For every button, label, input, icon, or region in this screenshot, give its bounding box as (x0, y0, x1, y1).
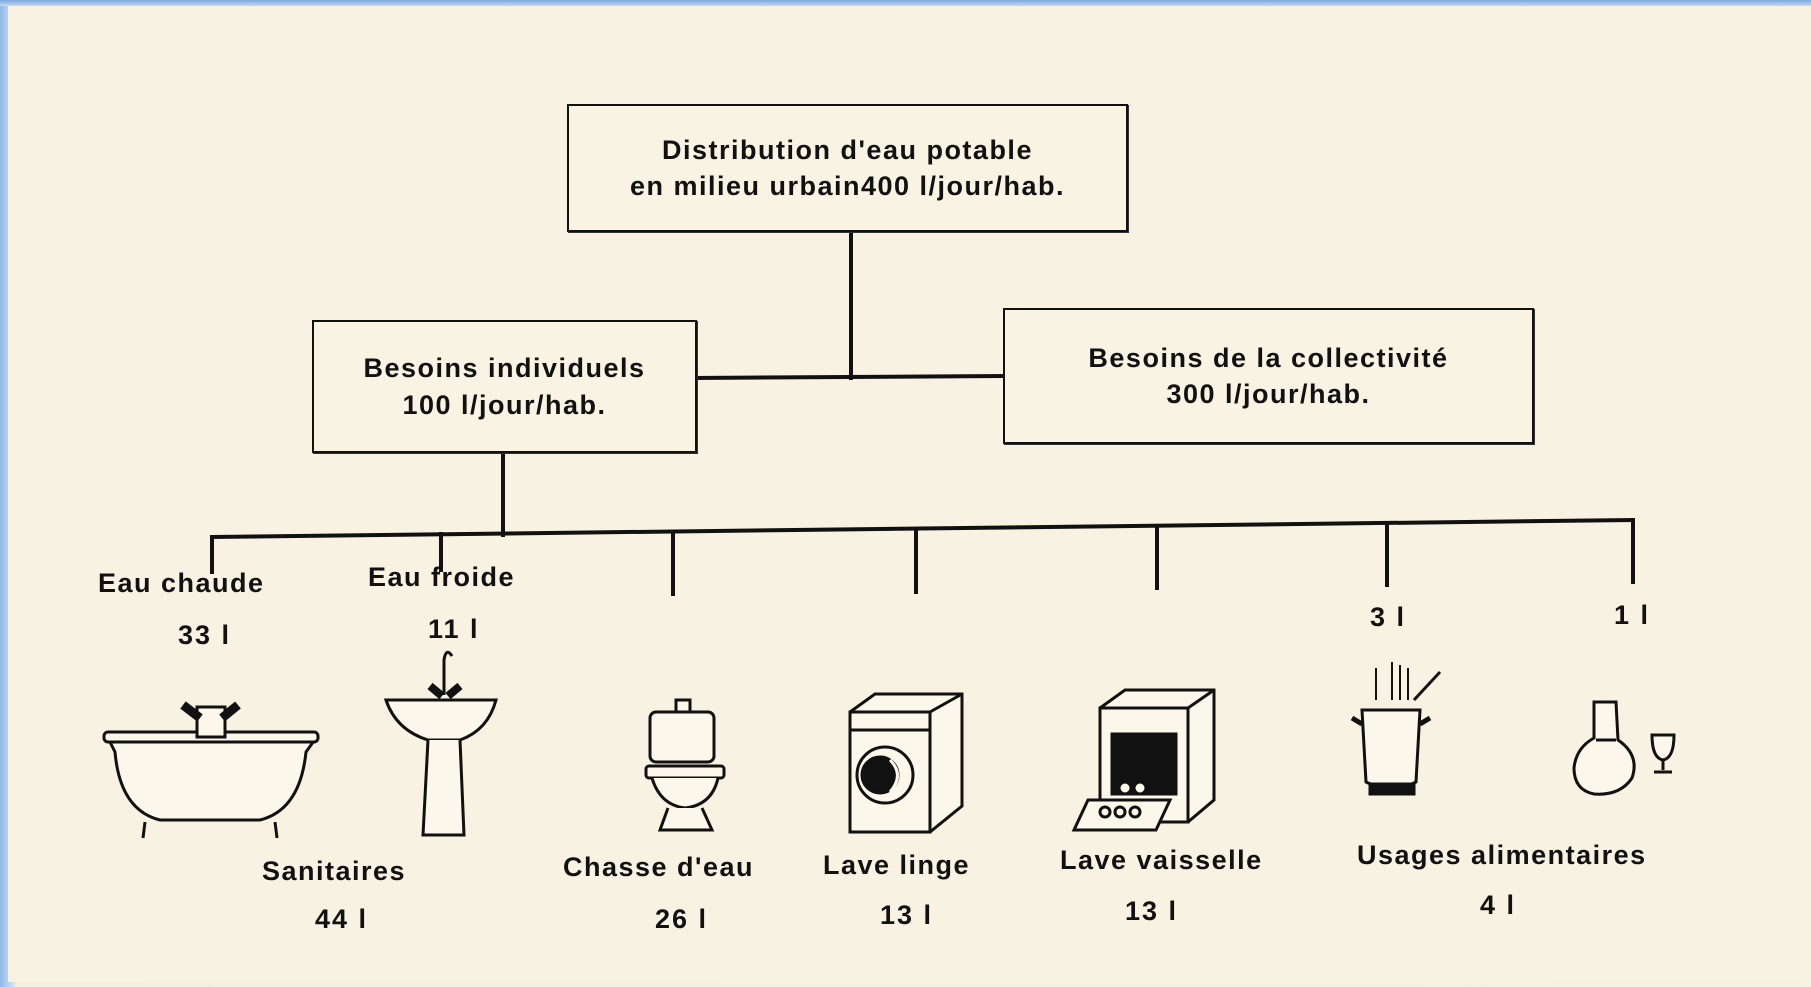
eau-froide-value: 11 l (428, 614, 480, 644)
individual-needs-line1: Besoins individuels (363, 353, 646, 384)
lave-linge-value: 13 l (880, 900, 934, 930)
collective-needs-line1: Besoins de la collectivité (1088, 342, 1449, 373)
chasse-eau-value: 26 l (655, 904, 709, 934)
lave-linge-label: Lave linge (823, 850, 971, 880)
boisson-value: 1 l (1614, 600, 1651, 630)
sanitaires-label: Sanitaires (262, 856, 407, 886)
bathtub-icon (102, 701, 320, 839)
connector-mid-bar (691, 373, 1006, 381)
top-box-line1: Distribution d'eau potable (662, 134, 1033, 165)
carafe-glass-icon (1572, 700, 1676, 796)
lave-vaisselle-value: 13 l (1125, 896, 1179, 926)
washbasin-icon (383, 650, 498, 837)
top-border (0, 0, 1811, 6)
collective-needs-box: Besoins de la collectivité 300 l/jour/ha… (1003, 308, 1534, 444)
collective-needs-line2: 300 l/jour/hab. (1166, 379, 1371, 409)
eau-chaude-label: Eau chaude (98, 568, 265, 598)
top-box-line2: en milieu urbain400 l/jour/hab. (629, 171, 1066, 201)
sanitaires-value: 44 l (315, 904, 369, 934)
top-box: Distribution d'eau potable en milieu urb… (567, 104, 1128, 232)
individual-needs-box: Besoins individuels 100 l/jour/hab. (312, 320, 697, 453)
toilet-icon (644, 698, 726, 832)
usages-alimentaires-label: Usages alimentaires (1357, 840, 1647, 870)
eau-chaude-value: 33 l (178, 620, 232, 650)
lave-vaisselle-label: Lave vaisselle (1060, 845, 1263, 875)
dishwasher-icon (1071, 688, 1216, 832)
cuisson-value: 3 l (1370, 602, 1407, 632)
eau-froide-label: Eau froide (368, 562, 516, 592)
chasse-eau-label: Chasse d'eau (563, 852, 754, 882)
washing-machine-icon (848, 692, 964, 834)
individual-needs-line2: 100 l/jour/hab. (402, 389, 607, 420)
cooking-pot-icon (1350, 662, 1442, 796)
branch-bar (209, 517, 1636, 540)
usages-alimentaires-value: 4 l (1480, 890, 1517, 920)
